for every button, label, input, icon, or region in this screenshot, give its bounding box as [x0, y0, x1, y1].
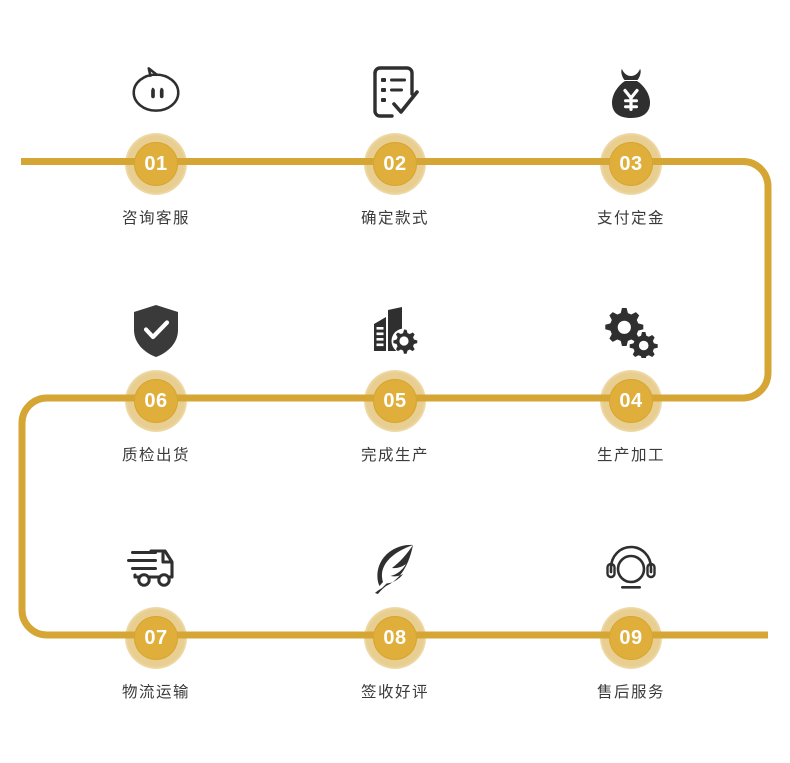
step-label: 质检出货 — [121, 447, 190, 464]
step-badge-09: 09 — [551, 607, 711, 669]
step-badge-08: 08 — [315, 607, 475, 669]
step-badge-01: 01 — [76, 133, 236, 195]
shield-check-icon — [76, 292, 236, 370]
step-01[interactable]: 01 咨询客服 — [76, 55, 236, 228]
step-label: 咨询客服 — [121, 210, 190, 227]
step-number: 05 — [383, 390, 407, 412]
step-badge-03: 03 — [551, 133, 711, 195]
step-number: 06 — [144, 390, 168, 412]
step-05[interactable]: 05 完成生产 — [315, 292, 475, 465]
speech-bubble-icon — [76, 55, 236, 133]
money-bag-yen-icon — [551, 55, 711, 133]
step-badge-04: 04 — [551, 370, 711, 432]
factory-gear-icon — [315, 292, 475, 370]
headset-icon — [551, 529, 711, 607]
step-07[interactable]: 07 物流运输 — [76, 529, 236, 702]
step-number: 02 — [383, 153, 407, 175]
step-number: 01 — [144, 153, 168, 175]
step-label: 售后服务 — [596, 684, 665, 701]
step-label: 签收好评 — [360, 684, 429, 701]
step-label: 确定款式 — [360, 210, 429, 227]
step-label: 完成生产 — [360, 447, 429, 464]
step-08[interactable]: 08 签收好评 — [315, 529, 475, 702]
step-09[interactable]: 09 售后服务 — [551, 529, 711, 702]
document-check-icon — [315, 55, 475, 133]
gears-icon — [551, 292, 711, 370]
delivery-truck-icon — [76, 529, 236, 607]
step-label: 物流运输 — [121, 684, 190, 701]
step-badge-07: 07 — [76, 607, 236, 669]
step-number: 07 — [144, 627, 168, 649]
step-06[interactable]: 06 质检出货 — [76, 292, 236, 465]
step-number: 08 — [383, 627, 407, 649]
step-number: 04 — [619, 390, 643, 412]
step-badge-02: 02 — [315, 133, 475, 195]
step-badge-05: 05 — [315, 370, 475, 432]
step-number: 09 — [619, 627, 643, 649]
step-03[interactable]: 03 支付定金 — [551, 55, 711, 228]
step-label: 生产加工 — [596, 447, 665, 464]
step-label: 支付定金 — [596, 210, 665, 227]
feather-quill-icon — [315, 529, 475, 607]
step-04[interactable]: 04 生产加工 — [551, 292, 711, 465]
step-badge-06: 06 — [76, 370, 236, 432]
step-number: 03 — [619, 153, 643, 175]
step-02[interactable]: 02 确定款式 — [315, 55, 475, 228]
